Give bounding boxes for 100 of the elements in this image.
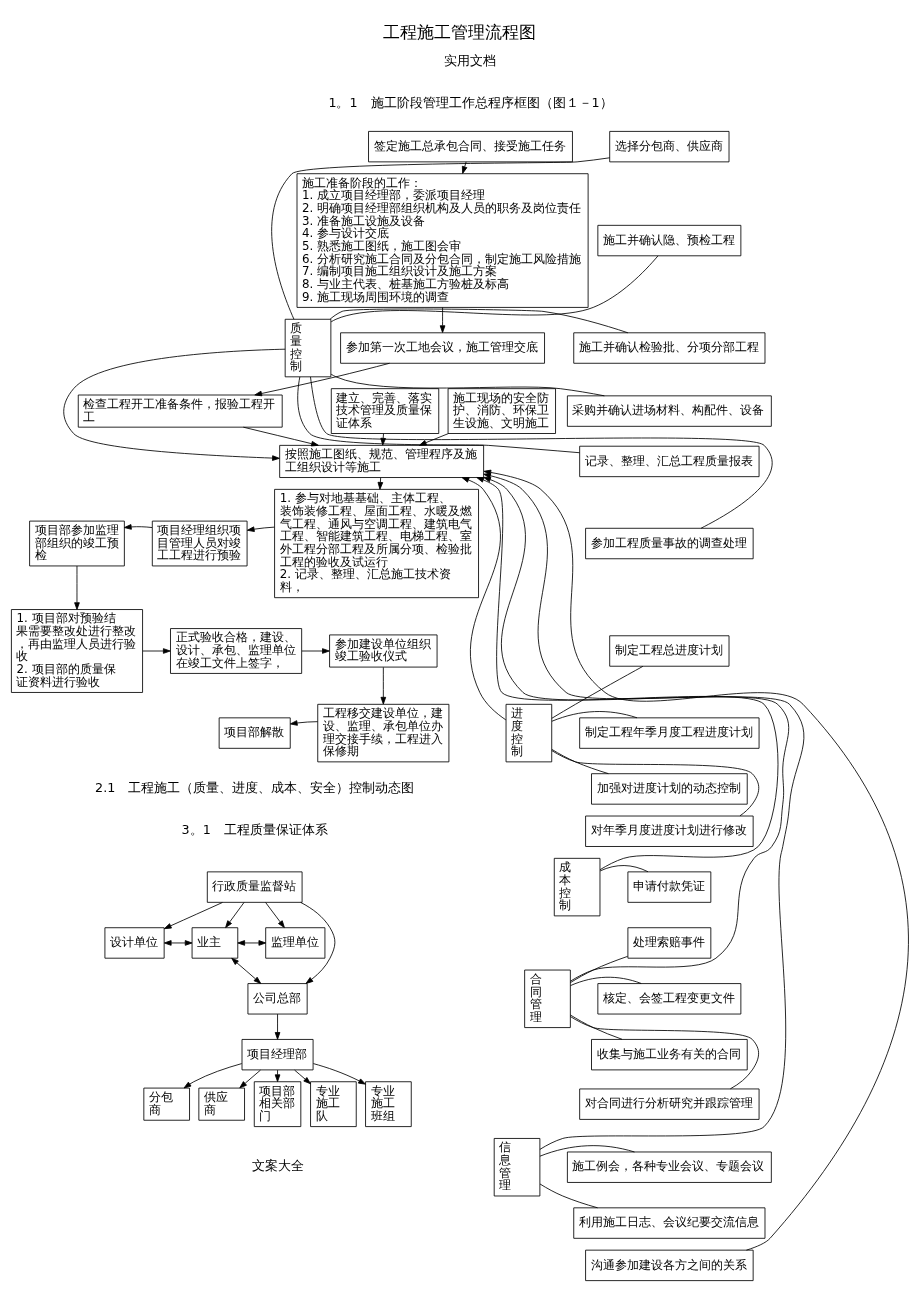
label: 3。1 工程质量保证体系 (181, 822, 328, 838)
node-box: 正式验收合格，建设、设计、承包、监理单位在竣工文件上签字， (170, 628, 303, 674)
arrow (246, 526, 275, 532)
arrow (274, 1013, 281, 1040)
node-box: 采购并确认进场材料、构配件、设备 (566, 395, 772, 427)
node-box: 1. 参与对地基基础、主体工程、装饰装修工程、屋面工程、水暖及燃气工程、通风与空调工程、建筑电气工程、智能建筑工程、电梯工程、室外工程分部工程及所属分项、检验批工程的验收及试运行 2. 记录、整理、汇总施工技术资料， (274, 488, 479, 599)
node-box: 加强对进度计划的动态控制 (591, 773, 748, 805)
node-box: 利用施工日志、会议纪要交流信息 (573, 1207, 766, 1239)
node-box: 信息管理 (493, 1138, 541, 1197)
label: 实用文档 (444, 52, 497, 68)
connector (539, 1183, 598, 1209)
arrow (74, 565, 80, 610)
connector (539, 1145, 635, 1157)
node-box: 分包商 (143, 1087, 190, 1121)
node-box: 合同管理 (524, 969, 571, 1028)
arrow (377, 477, 384, 490)
arrow (163, 940, 193, 946)
connector (570, 1016, 759, 1090)
diagram-title: 工程施工管理流程图 (383, 22, 537, 43)
arrow (183, 1063, 243, 1089)
node-box: 专业施工队 (310, 1081, 357, 1128)
node-box: 施工并确认隐、预检工程 (597, 224, 742, 257)
node-box: 供应商 (198, 1087, 245, 1121)
node-box: 对年季月度进度计划进行修改 (585, 815, 754, 847)
label: 文案大全 (251, 1158, 304, 1174)
arrow (242, 426, 319, 447)
arrow (418, 433, 449, 446)
node-box: 核定、会签工程变更文件 (597, 983, 742, 1015)
label: 1。1 施工阶段管理工作总程序框图（图１－1） (328, 95, 613, 111)
node-box: 工程移交建设单位，建设、监理、承包单位办理交接手续，工程进入保修期 (317, 703, 450, 763)
arrow (63, 348, 286, 461)
connector (330, 255, 659, 323)
connector (551, 749, 609, 775)
node-box: 进度控制 (505, 703, 553, 763)
arrow (483, 472, 805, 1150)
arrow (225, 902, 245, 928)
node-box: 项目经理部 (241, 1039, 314, 1071)
node-box: 施工准备阶段的工作： 1. 成立项目经理部，委派项目经理 2. 明确项目经理部组织机构及人员的职务及岗位责任 3. 准备施工设施及设备 4. 参与设计交底 5. 熟悉施工图纸，施工图会审 6. 分析研究施工合同及分包合同，制定施工风险措施 7. 编制项目施工组织设计及施工方案 8. 与业主代表、桩基施工方验桩及标高 9. 施工现场周围环境的调查 (296, 173, 589, 308)
node-box: 行政质量监督站 (206, 871, 303, 903)
node-box: 公司总部 (247, 983, 308, 1015)
node-box: 记录、整理、汇总工程质量报表 (579, 445, 760, 478)
connector (570, 1014, 623, 1040)
connector (297, 376, 580, 454)
arrow (231, 957, 262, 984)
connector (330, 373, 605, 397)
arrow (239, 1069, 261, 1089)
node-box: 项目经理组织项目管理人员对竣工工程进行预验 (151, 520, 248, 567)
node-box: 选择分包商、供应商 (609, 130, 730, 163)
node-box: 项目部参加监理部组织的竣工预检 (29, 520, 125, 567)
node-box: 处理索赔事件 (627, 927, 712, 959)
arrow (301, 648, 330, 654)
node-box: 建立、完善、落实技术管理及质量保证体系 (330, 388, 440, 434)
arrow (163, 902, 223, 930)
arrow (300, 902, 336, 984)
node-box: 参加工程质量事故的调查处理 (585, 527, 754, 560)
node-box: 成本控制 (553, 857, 601, 917)
node-box: 施工并确认检验批、分项分部工程 (573, 332, 766, 364)
node-box: 业主 (191, 927, 239, 959)
node-box: 项目部解散 (218, 717, 291, 749)
node-box: 专业施工班组 (365, 1081, 412, 1128)
connector (551, 750, 760, 817)
label: 2.1 工程施工（质量、进度、成本、安全）控制动态图 (95, 779, 415, 795)
arrow (254, 362, 390, 397)
node-box: 收集与施工业务有关的合同 (591, 1039, 748, 1071)
node-box: 施工例会，各种专业会议、专题会议 (566, 1151, 772, 1183)
node-box: 质量控制 (284, 318, 332, 378)
arrow (294, 1069, 311, 1085)
node-box: 1. 项目部对预验结果需要整改处进行整改，再由监理人员进行验收 2. 项目部的质量保证资料进行验收 (10, 609, 143, 693)
connector (310, 376, 773, 529)
node-box: 制定工程年季月度工程进度计划 (579, 717, 760, 749)
arrow (265, 902, 285, 928)
node-box: 申请付款凭证 (627, 871, 712, 903)
arrow (380, 666, 387, 705)
node-box: 检查工程开工准备条件，报验工程开工 (77, 394, 283, 428)
arrow (439, 307, 446, 333)
node-box: 监理单位 (265, 927, 326, 959)
arrow (461, 477, 507, 721)
connector (599, 865, 649, 873)
node-box: 制定工程总进度计划 (609, 635, 730, 667)
node-box: 按照施工图纸、规范、管理程序及施工组织设计等施工 (279, 444, 485, 478)
node-box: 设计单位 (104, 927, 165, 959)
arrow (237, 940, 267, 946)
connector (551, 665, 644, 719)
node-box: 施工现场的安全防护、消防、环保卫生设施、文明施工 (447, 388, 556, 434)
node-box: 沟通参加建设各方之间的关系 (585, 1249, 754, 1282)
arrow (274, 1069, 281, 1082)
arrow (142, 648, 171, 654)
arrow (483, 469, 909, 1251)
arrow (289, 720, 319, 726)
node-box: 对合同进行分析研究并跟踪管理 (579, 1088, 760, 1120)
node-box: 项目部相关部门 (253, 1081, 302, 1128)
connector (551, 711, 638, 722)
arrow (312, 1063, 366, 1085)
arrow (461, 161, 468, 174)
arrow (476, 477, 779, 871)
connector (570, 955, 629, 984)
node-box: 参加第一次工地会议，施工管理交底 (340, 332, 545, 364)
node-box: 参加建设单位组织竣工验收仪式 (329, 634, 438, 668)
arrow (483, 476, 790, 982)
arrow (124, 524, 153, 530)
